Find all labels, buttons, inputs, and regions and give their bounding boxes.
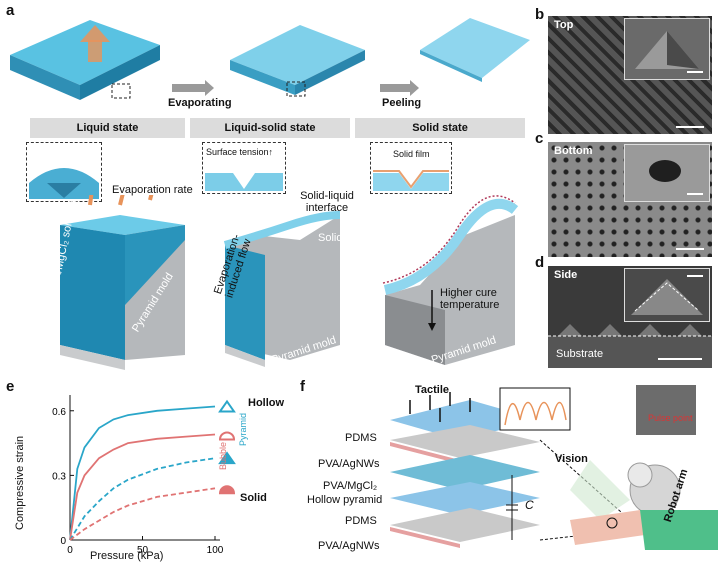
panel-a-top-illustration [10,18,530,100]
layer-pva-agnws-bottom: PVA/AgNWs [318,540,380,552]
scalebar [676,248,704,250]
sem-top-tag: Top [554,19,574,31]
x-tick-label: 100 [207,545,224,556]
hollow-annotation: Hollow [248,397,285,409]
layer-hollow-pyramid: Hollow pyramid [307,494,383,506]
sem-side-inset [624,268,710,322]
panel-f-letter: f [300,378,305,395]
sem-side-tag: Side [554,269,578,281]
sem-bottom-image: Bottom [548,142,712,257]
panel-a-letter: a [6,2,15,19]
layer-pdms-bottom: PDMS [345,515,377,527]
scalebar [687,193,703,195]
layer-pva-mgcl2: PVA/MgCl₂ [323,480,378,492]
bubble-annotation: Bubble [218,441,228,470]
vision-label: Vision [555,453,588,465]
solid-label: Solid [318,232,343,244]
y-tick-label: 0 [60,536,66,547]
panel-b-letter: b [535,6,545,23]
pyramid-annotation: Pyramid [238,412,248,446]
solid-inset: Solid film [370,142,452,194]
scalebar [687,71,703,73]
pyramid-shape-icon [218,399,236,413]
pulse-point-label: Pulse point [648,413,693,423]
tactile-label: Tactile [415,384,450,396]
y-tick-label: 0.3 [52,471,66,482]
stage-liquid-solid: Liquid-solid state [190,118,350,138]
solid-film-label: Solid film [393,149,430,159]
panel-d-letter: d [535,254,545,271]
evaporating-label: Evaporating [168,97,232,109]
stage-solid: Solid state [355,118,525,138]
capacitance-label: C [525,498,534,512]
series-line [69,457,216,541]
x-tick-label: 0 [67,545,73,556]
x-tick-label: 50 [137,545,149,556]
panel-a-blocks [60,195,519,370]
substrate-label: Substrate [556,348,604,360]
layer-pdms-top: PDMS [345,432,377,444]
evaporation-rate-label: Evaporation rate [112,184,193,196]
peeling-label: Peeling [382,97,422,109]
interface-label: Solid-liquid interface [300,190,354,214]
y-tick-label: 0.6 [52,407,66,418]
chart-x-label: Pressure (kPa) [90,550,164,562]
sem-side-image: Side Substrate [548,266,712,368]
solid-annotation: Solid [240,492,267,504]
compressive-strain-chart: 0 50 100 0 0.3 0.6 [52,395,236,556]
series-line [69,487,216,541]
sem-top-image: Top [548,16,712,134]
panel-e-letter: e [6,378,15,395]
liquid-inset [26,142,102,202]
sem-top-inset [624,18,710,80]
liquid-solid-inset: Surface tension↑ [202,142,286,194]
stage-liquid: Liquid state [30,118,185,138]
bubble-shape-icon [218,485,236,495]
sem-bottom-inset [624,144,710,202]
layer-pva-agnws-top: PVA/AgNWs [318,458,380,470]
cure-label: Higher cure temperature [440,287,500,311]
sem-bottom-tag: Bottom [554,145,593,157]
scalebar [687,275,703,277]
panel-c-letter: c [535,130,544,147]
panel-f-illustration [390,385,718,550]
series-line [69,405,216,541]
surface-tension-label: Surface tension↑ [206,147,274,157]
chart-y-label: Compressive strain [14,435,26,530]
pyramid-shape-icon [218,451,236,465]
scalebar [676,126,704,128]
bubble-shape-icon [218,431,236,441]
scalebar [658,358,702,360]
series-line [69,433,216,541]
